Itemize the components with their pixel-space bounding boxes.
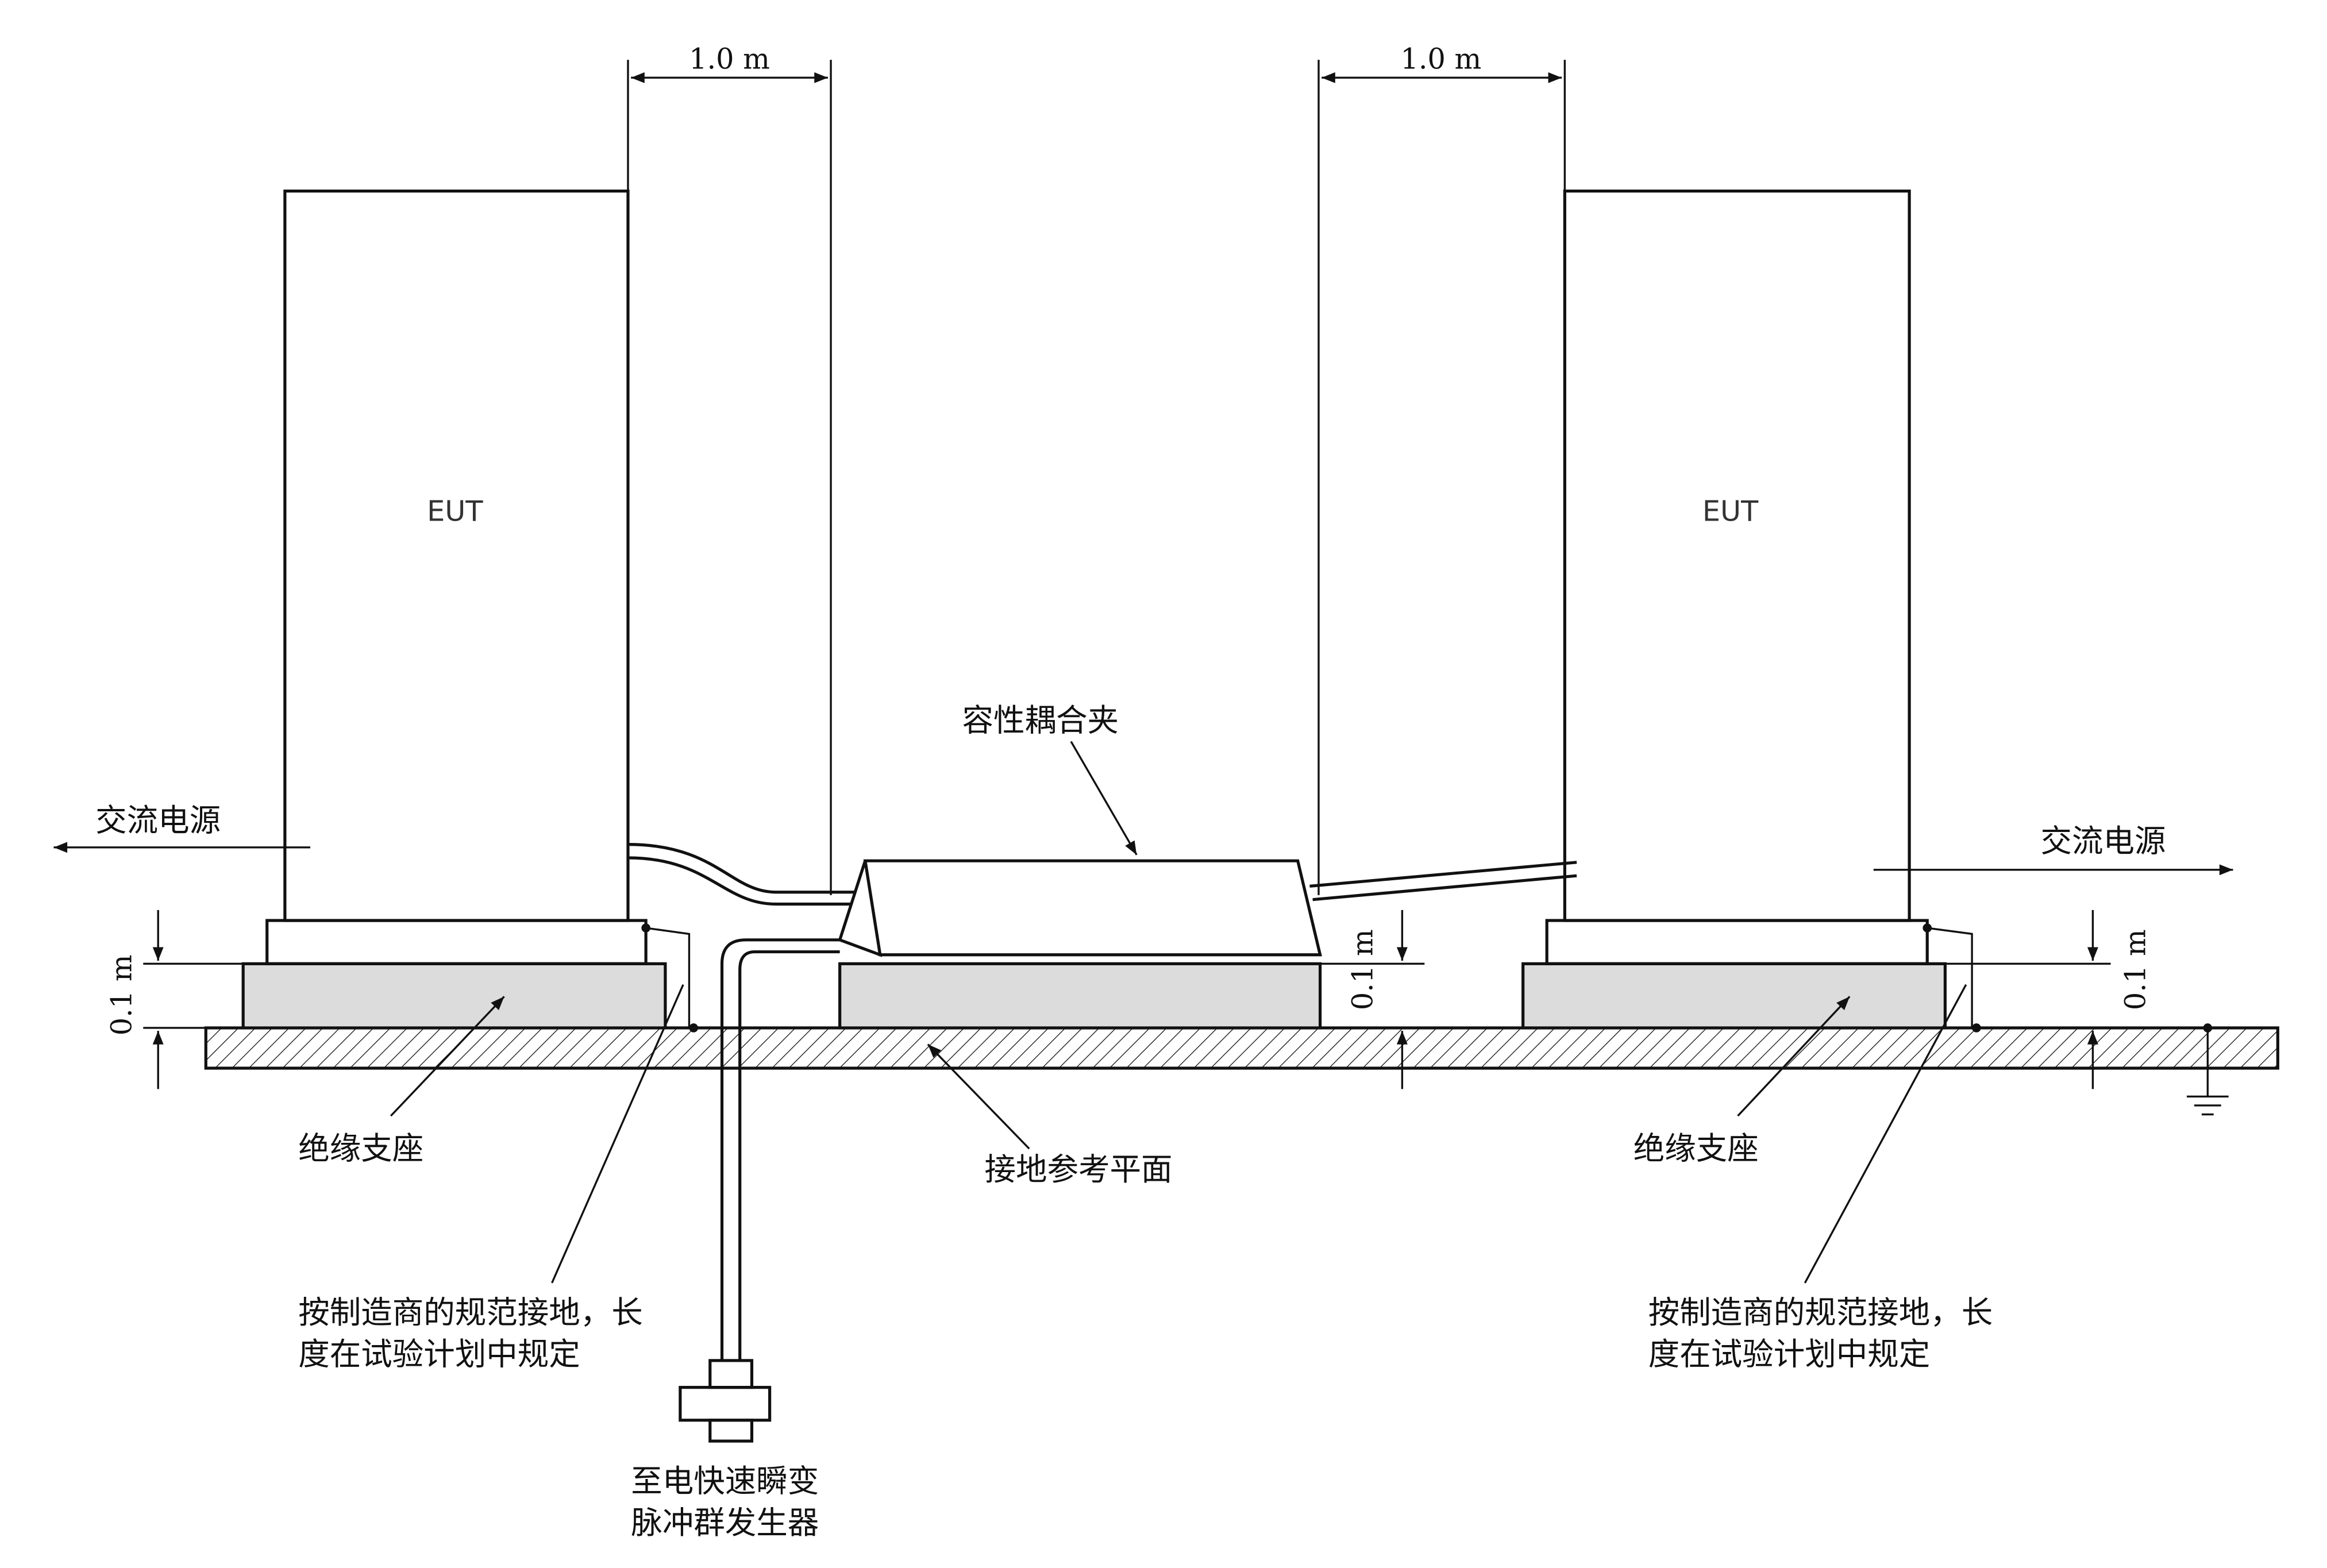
support-right-leader (1737, 996, 1851, 1117)
support-left-leader (390, 996, 505, 1117)
earth-ground-icon (2186, 1023, 2229, 1116)
ground-wire-right (1923, 923, 1981, 1033)
height-left-text: 0.1 m (105, 954, 138, 1035)
capacitive-coupling-clamp (838, 859, 1322, 957)
eut-left-label: EUT (427, 494, 483, 527)
height-right-text: 0.1 m (2118, 929, 2152, 1010)
ground-plane-leader (927, 1043, 1030, 1150)
ac-power-left-label: 交流电源 (95, 802, 221, 838)
dim-right-text: 1.0 m (1400, 43, 1481, 76)
height-dim-right (1945, 910, 2111, 1089)
height-middle-text: 0.1 m (1346, 929, 1379, 1010)
generator-label-line2: 脉冲群发生器 (631, 1504, 819, 1541)
support-right-label: 绝缘支座 (1633, 1130, 1759, 1166)
dim-left-text: 1.0 m (689, 43, 770, 76)
eut-left-base (265, 919, 648, 965)
generator-cable (679, 938, 840, 1443)
eut-right-box (1563, 189, 1911, 922)
dimension-left (627, 60, 832, 895)
cable-under-test (627, 843, 1577, 906)
height-dim-left (143, 910, 244, 1089)
eut-right-base (1545, 919, 1929, 965)
insulating-support-right (1521, 962, 1947, 1030)
eut-right-label: EUT (1702, 494, 1759, 527)
ground-reference-plane (204, 1026, 2279, 1070)
grounding-left-line2: 度在试验计划中规定 (298, 1336, 580, 1373)
height-dim-middle (1320, 910, 1425, 1089)
eut-left-box (283, 189, 630, 922)
grounding-right-line1: 按制造商的规范接地，长 (1648, 1294, 1993, 1331)
grounding-right-leader (1804, 984, 1967, 1284)
ground-plane-label: 接地参考平面 (984, 1151, 1172, 1188)
clamp-label: 容性耦合夹 (962, 702, 1119, 738)
generator-label-line1: 至电快速瞬变 (631, 1462, 819, 1499)
grounding-left-leader (551, 984, 684, 1284)
grounding-right-line2: 度在试验计划中规定 (1648, 1336, 1931, 1373)
support-left-label: 绝缘支座 (298, 1130, 423, 1166)
insulating-support-middle (838, 962, 1322, 1030)
ground-wire-left (641, 923, 698, 1033)
insulating-support-left (241, 962, 667, 1030)
clamp-leader (1070, 741, 1138, 856)
dimension-right (1317, 60, 1566, 895)
ac-power-right-label: 交流电源 (2041, 823, 2166, 860)
grounding-left-line1: 按制造商的规范接地，长 (298, 1294, 643, 1331)
